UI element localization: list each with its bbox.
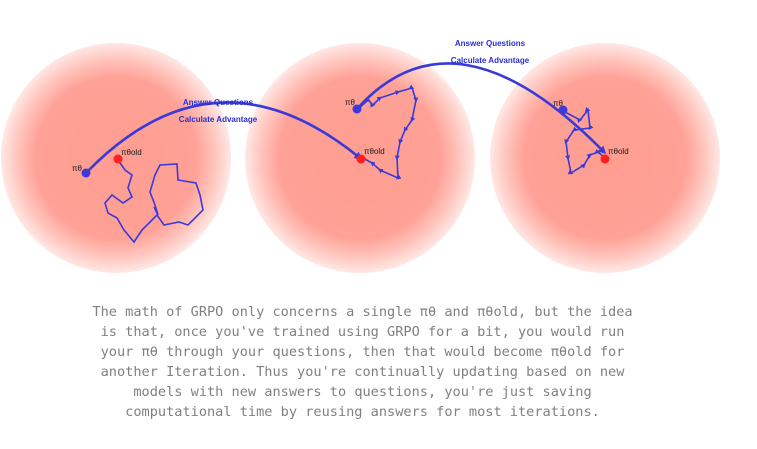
pi-theta-label-1: πθ [72, 164, 83, 173]
pi-theta-label-2: πθ [345, 98, 356, 107]
grpo-iteration-diagram: Answer Questions Calculate Advantage Ans… [1, 39, 720, 273]
pi-theta-dot-2 [352, 104, 362, 114]
pi-theta-old-label-2: πθold [364, 147, 385, 156]
update-path-1 [104, 159, 204, 244]
arrow2-label-line2: Calculate Advantage [451, 56, 530, 65]
pi-theta-old-label-1: πθold [121, 148, 142, 157]
pi-theta-dot-1 [81, 168, 91, 178]
pi-theta-old-dot-3 [600, 154, 610, 164]
update-path-2 [356, 84, 419, 180]
update-path-3 [562, 106, 606, 175]
arrow2-label-line1: Answer Questions [455, 39, 526, 48]
pi-theta-old-label-3: πθold [608, 147, 629, 156]
arrow-answer-questions-2 [356, 62, 607, 155]
diagram-caption: The math of GRPO only concerns a single … [92, 304, 633, 420]
arrow-answer-questions-1 [85, 101, 363, 174]
pi-theta-old-dot-1 [113, 154, 123, 164]
arrow1-label-line1: Answer Questions [183, 98, 254, 107]
pi-theta-old-dot-2 [356, 154, 366, 164]
pi-theta-label-3: πθ [553, 99, 564, 108]
pi-theta-dot-3 [558, 105, 568, 115]
arrow1-label-line2: Calculate Advantage [179, 115, 258, 124]
